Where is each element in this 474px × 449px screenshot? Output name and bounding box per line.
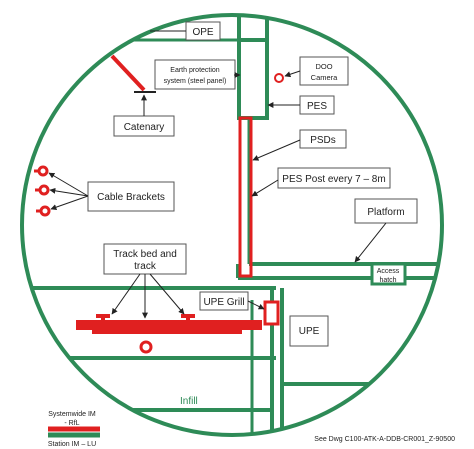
ope-label: OPE	[192, 27, 213, 38]
access-hatch-box	[370, 262, 407, 286]
pes-post-label: PES Post every 7 – 8m	[282, 174, 385, 185]
legend-station-label: Station IM – LU	[48, 441, 96, 448]
cable-brackets	[34, 165, 51, 217]
access-hatch-label-line1: Access	[377, 268, 400, 275]
upe-grill-box	[263, 300, 280, 326]
legend-systemwide-line1: Systemwide IM	[48, 411, 96, 418]
legend: Systemwide IM - RfL Station IM – LU	[48, 411, 100, 448]
legend-systemwide-line2: - RfL	[64, 420, 79, 427]
track-bed-label-line1: Track bed and	[113, 249, 177, 260]
psds-label: PSDs	[310, 135, 336, 146]
doo-camera-label-line1: DOO	[315, 62, 332, 71]
track-bed-label-line2: track	[134, 261, 157, 272]
earth-protection-label-line2: system (steel panel)	[164, 78, 227, 85]
platform-label: Platform	[367, 207, 404, 218]
cable-bracket	[37, 165, 49, 177]
pes-label: PES	[307, 101, 327, 112]
catenary-arm	[110, 54, 146, 92]
drain	[139, 340, 153, 354]
infill-label: Infill	[180, 396, 198, 407]
doo-camera	[274, 73, 284, 83]
cable-brackets-label: Cable Brackets	[97, 192, 165, 203]
drawing-reference: See Dwg C100-ATK-A-DDB-CR001_Z-90500	[314, 436, 455, 443]
cable-bracket	[38, 184, 50, 196]
catenary-label: Catenary	[124, 122, 165, 133]
earth-protection-label-line1: Earth protection	[170, 67, 220, 74]
track-bed-rail	[76, 320, 262, 330]
access-hatch-label-line2: hatch	[379, 277, 396, 284]
doo-camera-label-line2: Camera	[311, 73, 339, 82]
upe-label: UPE	[299, 326, 320, 337]
tunnel-outline	[20, 13, 444, 437]
systemwide-elements	[34, 54, 284, 354]
upe-grill-label: UPE Grill	[203, 297, 244, 308]
pes-column	[237, 38, 269, 120]
pes-post	[238, 116, 253, 278]
cable-bracket	[39, 205, 51, 217]
leader-arrows	[48, 30, 387, 319]
